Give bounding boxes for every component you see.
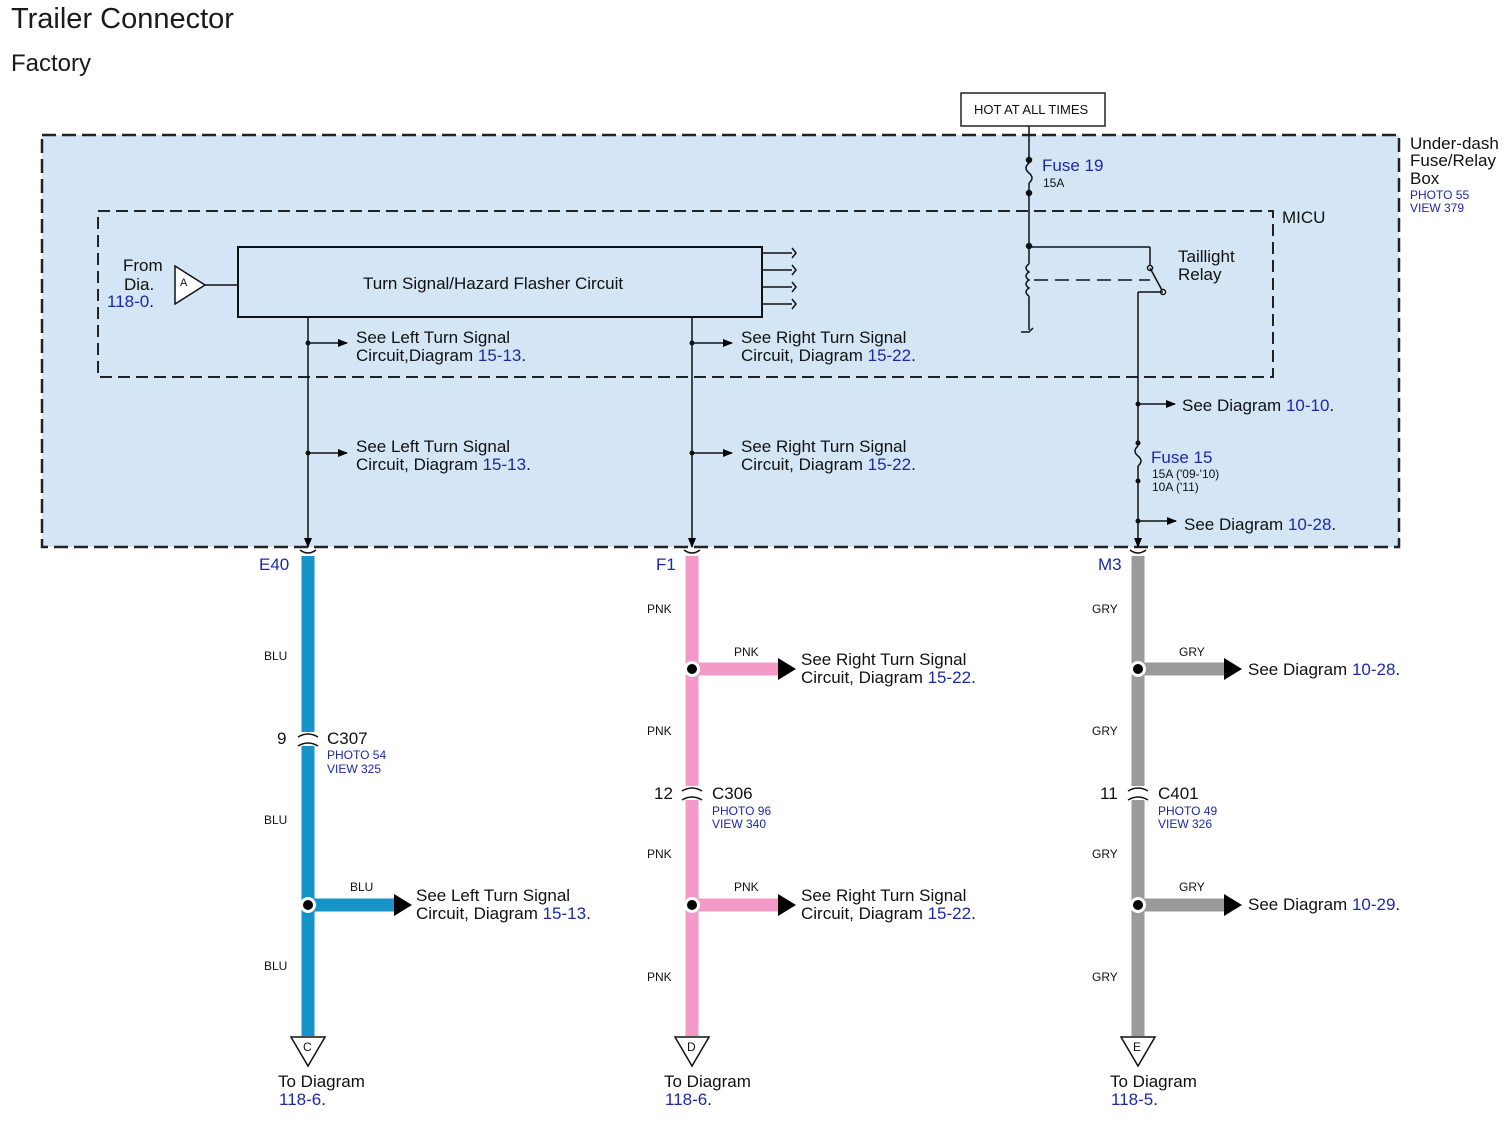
- from-dia-label: Dia.: [124, 275, 155, 294]
- fuse-box-photo-link[interactable]: PHOTO 55: [1410, 188, 1470, 202]
- c401-photo-link[interactable]: PHOTO 49: [1158, 804, 1218, 818]
- diagram-10-28-ref-a[interactable]: See Diagram 10-28.: [1184, 515, 1337, 534]
- c307-view-link[interactable]: VIEW 325: [327, 762, 382, 776]
- page-subtitle: Factory: [11, 50, 92, 77]
- connector-c-letter: C: [303, 1040, 312, 1054]
- terminal-m3: M3: [1098, 555, 1122, 574]
- to-diagram-d: To Diagram: [664, 1072, 751, 1091]
- connector-d-triangle: [673, 1036, 711, 1068]
- flasher-circuit-box: [237, 246, 763, 318]
- fuse-15: [1134, 292, 1177, 548]
- wire-color-label: BLU: [350, 880, 374, 894]
- fuse-19-label[interactable]: Fuse 19: [1042, 156, 1104, 175]
- terminal-f1: F1: [656, 555, 676, 574]
- page-title: Trailer Connector: [11, 3, 234, 35]
- fuse-box-name-2: Fuse/Relay: [1410, 151, 1496, 170]
- fuse-19: [1025, 126, 1033, 250]
- c306-name: C306: [712, 784, 753, 803]
- micu-label: MICU: [1282, 208, 1326, 227]
- wire-color-label: BLU: [264, 959, 288, 973]
- wire-color-label: GRY: [1092, 724, 1118, 738]
- to-diagram-d-ref[interactable]: 118-6.: [665, 1090, 712, 1109]
- connector-a-triangle: [174, 264, 207, 306]
- wire-color-label: PNK: [734, 880, 759, 894]
- connector-d-letter: D: [687, 1040, 696, 1054]
- right-turn-ref-3-line1: See Right Turn Signal: [801, 650, 967, 669]
- c307-pin: 9: [277, 729, 287, 748]
- fuse-box-name-3: Box: [1410, 169, 1440, 188]
- left-turn-ref-1-line1: See Left Turn Signal: [356, 328, 511, 347]
- from-label: From: [123, 256, 163, 275]
- wire-color-label: PNK: [647, 724, 672, 738]
- left-turn-ref-2-line1: See Left Turn Signal: [356, 437, 511, 456]
- right-turn-ref-1-line2[interactable]: Circuit, Diagram 15-22.: [741, 346, 916, 365]
- diagram-10-28-ref-b[interactable]: See Diagram 10-28.: [1248, 660, 1401, 679]
- wire-color-label: GRY: [1092, 970, 1118, 984]
- to-diagram-c: To Diagram: [278, 1072, 365, 1091]
- diagram-10-29-ref[interactable]: See Diagram 10-29.: [1248, 895, 1401, 914]
- fuse-box-view-link[interactable]: VIEW 379: [1410, 201, 1465, 215]
- fuse-15-rating-2: 10A ('11): [1152, 480, 1199, 494]
- fuse-box-name-1: Under-dash: [1410, 134, 1499, 153]
- wire-color-label: BLU: [264, 649, 288, 663]
- to-diagram-e-ref[interactable]: 118-5.: [1111, 1090, 1158, 1109]
- c401-name: C401: [1158, 784, 1199, 803]
- fuse-relay-box: [40, 133, 1401, 549]
- to-diagram-e: To Diagram: [1110, 1072, 1197, 1091]
- c307-name: C307: [327, 729, 368, 748]
- connector-a-letter: A: [180, 277, 188, 289]
- wire-color-label: PNK: [647, 970, 672, 984]
- wire-color-label: PNK: [647, 602, 672, 616]
- right-turn-ref-3-line2[interactable]: Circuit, Diagram 15-22.: [801, 668, 976, 687]
- c306-photo-link[interactable]: PHOTO 96: [712, 804, 772, 818]
- right-turn-ref-4-line1: See Right Turn Signal: [801, 886, 967, 905]
- wire-color-label: GRY: [1179, 645, 1205, 659]
- c307-photo-link[interactable]: PHOTO 54: [327, 748, 387, 762]
- left-turn-ref-3-line2[interactable]: Circuit, Diagram 15-13.: [416, 904, 591, 923]
- c306-view-link[interactable]: VIEW 340: [712, 817, 767, 831]
- right-turn-ref-4-line2[interactable]: Circuit, Diagram 15-22.: [801, 904, 976, 923]
- terminal-e40: E40: [259, 555, 290, 574]
- c306-pin: 12: [654, 784, 673, 803]
- right-turn-ref-1-line1: See Right Turn Signal: [741, 328, 907, 347]
- c401-view-link[interactable]: VIEW 326: [1158, 817, 1213, 831]
- blu-wire: [296, 556, 412, 1036]
- fuse-19-rating: 15A: [1043, 176, 1065, 190]
- wire-color-label: GRY: [1092, 602, 1118, 616]
- wire-color-label: BLU: [264, 813, 288, 827]
- hot-label: HOT AT ALL TIMES: [974, 102, 1089, 117]
- left-turn-ref-2-line2[interactable]: Circuit, Diagram 15-13.: [356, 455, 531, 474]
- connector-e-triangle: [1119, 1036, 1157, 1068]
- diagram-10-10-ref[interactable]: See Diagram 10-10.: [1182, 396, 1335, 415]
- from-dia-ref-link[interactable]: 118-0.: [107, 292, 154, 311]
- c401-pin: 11: [1100, 784, 1118, 803]
- hot-at-all-times-box: [960, 92, 1106, 127]
- wire-color-label: GRY: [1092, 847, 1118, 861]
- pnk-wire: [680, 556, 796, 1036]
- micu-box: [97, 210, 1274, 378]
- left-turn-ref-3-line1: See Left Turn Signal: [416, 886, 571, 905]
- wire-color-label: PNK: [734, 645, 759, 659]
- fuse-15-rating-1: 15A ('09-'10): [1152, 467, 1220, 481]
- right-turn-ref-2-line1: See Right Turn Signal: [741, 437, 907, 456]
- right-turn-ref-2-line2[interactable]: Circuit, Diagram 15-22.: [741, 455, 916, 474]
- connector-e-letter: E: [1133, 1040, 1142, 1054]
- flasher-circuit-label: Turn Signal/Hazard Flasher Circuit: [363, 274, 624, 293]
- taillight-relay-label-2: Relay: [1178, 265, 1222, 284]
- wire-color-label: PNK: [647, 847, 672, 861]
- to-diagram-c-ref[interactable]: 118-6.: [279, 1090, 326, 1109]
- taillight-relay: [1021, 246, 1167, 333]
- taillight-relay-label-1: Taillight: [1178, 247, 1235, 266]
- connector-c-triangle: [289, 1036, 327, 1068]
- left-turn-ref-1-line2[interactable]: Circuit,Diagram 15-13.: [356, 346, 527, 365]
- wire-color-label: GRY: [1179, 880, 1205, 894]
- fuse-15-label[interactable]: Fuse 15: [1151, 448, 1213, 467]
- gry-wire: [1126, 556, 1242, 1036]
